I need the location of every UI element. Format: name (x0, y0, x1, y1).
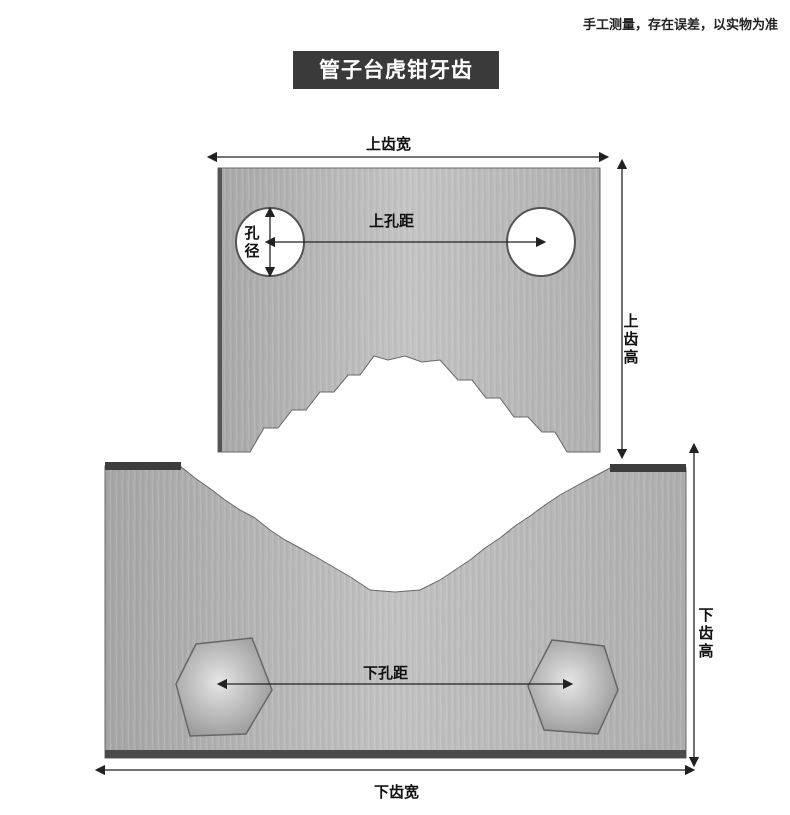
hole-diameter-label: 孔径 (244, 224, 260, 260)
upper-height-label: 上齿高 (623, 312, 639, 366)
upper-hole-distance-label: 上孔距 (369, 212, 415, 230)
page-title: 管子台虎钳牙齿 (293, 51, 499, 89)
upper-width-label: 上齿宽 (366, 135, 412, 153)
lower-hole-distance-label: 下孔距 (363, 664, 409, 682)
lower-height-label: 下齿高 (698, 606, 714, 660)
dimension-lines (94, 151, 700, 776)
disclaimer-note: 手工测量，存在误差，以实物为准 (582, 18, 778, 33)
lower-jaw (104, 462, 687, 759)
lower-width-label: 下齿宽 (374, 783, 420, 801)
